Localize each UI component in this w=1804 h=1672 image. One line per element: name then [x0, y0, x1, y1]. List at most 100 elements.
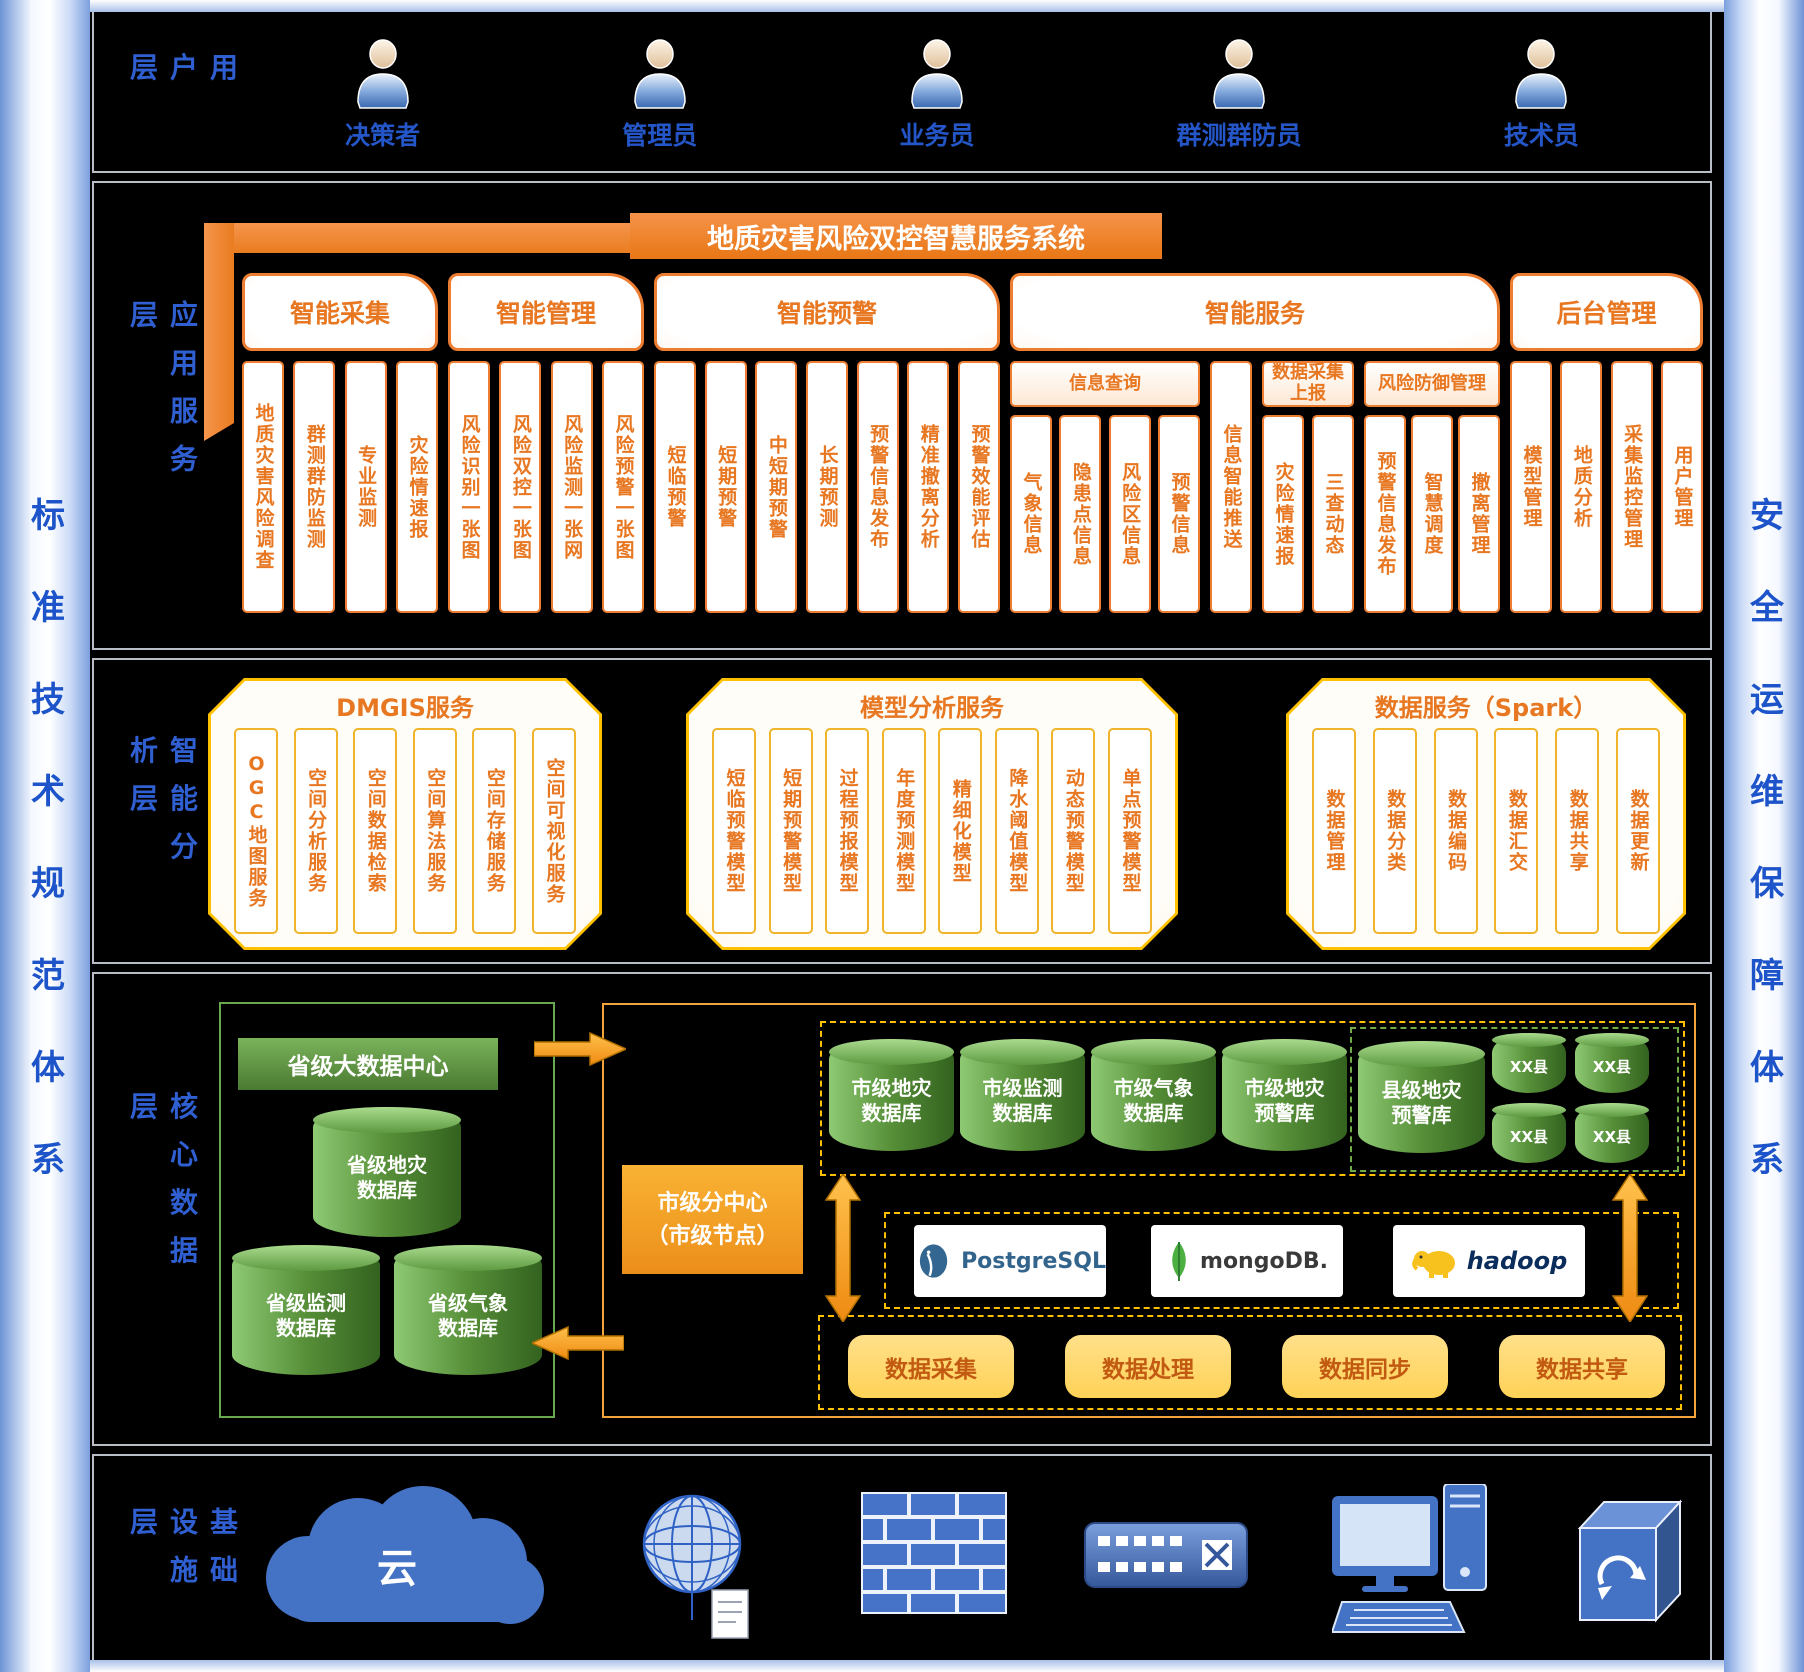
- panel-title: 模型分析服务: [860, 694, 1004, 722]
- app-function-item: 用户管理: [1660, 361, 1703, 613]
- panel-items: 短临预警模型短期预警模型过程预报模型年度预测模型精细化模型降水阈值模型动态预警模…: [712, 728, 1152, 934]
- data-process-box: 数据共享: [1499, 1335, 1665, 1398]
- data-canvas: 省级大数据中心 省级地灾 数据库省级监测 数据库省级气象 数据库 市级分中心 （…: [94, 974, 1710, 1444]
- app-function-item: 风险区信息: [1108, 415, 1151, 613]
- panel-title: DMGIS服务: [336, 694, 474, 722]
- analysis-item: 数据汇交: [1494, 728, 1538, 934]
- app-group: 智能管理风险识别一张图风险双控一张图风险监测一张网风险预警一张图: [448, 273, 644, 613]
- app-function-item: 长期预测: [805, 361, 848, 613]
- city-center-box: [602, 1003, 1696, 1418]
- app-subgroup: 信息智能推送: [1210, 361, 1252, 613]
- analysis-item: 过程预报模型: [825, 728, 869, 934]
- app-group: 智能服务信息查询气象信息隐患点信息风险区信息预警信息信息智能推送数据采集上报灾险…: [1010, 273, 1500, 613]
- analysis-item: 数据更新: [1616, 728, 1660, 934]
- province-data-center-box: [219, 1002, 555, 1418]
- right-frame-label: 安全运维保障体系: [1743, 497, 1784, 1233]
- user-label: 管理员: [622, 120, 698, 150]
- user-label: 业务员: [899, 120, 975, 150]
- app-group: 智能采集地质灾害风险调查群测群防监测专业监测灾险情速报: [242, 273, 438, 613]
- city-database-cylinder: 市级地灾 预警库: [1222, 1039, 1347, 1151]
- app-function-item: 预警效能评估: [957, 361, 1000, 613]
- app-function-item: 预警信息: [1157, 415, 1200, 613]
- app-canvas: 地质灾害风险双控智慧服务系统 智能采集地质灾害风险调查群测群防监测专业监测灾险情…: [204, 183, 1704, 648]
- city-subcenter-node: 市级分中心 （市级节点）: [622, 1165, 803, 1274]
- app-function-item: 模型管理: [1510, 361, 1552, 613]
- sync-arrow-left: [824, 1172, 862, 1326]
- analysis-item: OGC地图服务: [234, 728, 278, 934]
- user-icon: [356, 38, 409, 109]
- app-subgroup-header: 风险防御管理: [1364, 361, 1500, 407]
- app-group-header: 智能服务: [1010, 273, 1500, 351]
- city-database-cylinder: 市级监测 数据库: [960, 1039, 1085, 1151]
- app-subgroup: 信息查询气象信息隐患点信息风险区信息预警信息: [1010, 361, 1200, 613]
- user-layer: 用户层 决策者 管理员 业务员 群测群防员: [92, 10, 1712, 173]
- hadoop-logo: hadoop: [1393, 1225, 1585, 1297]
- analysis-item: 数据编码: [1434, 728, 1478, 934]
- analysis-item: 精细化模型: [938, 728, 982, 934]
- user: 管理员: [622, 36, 697, 152]
- app-function-item: 气象信息: [1010, 415, 1052, 613]
- county-node-cylinder: XX县: [1492, 1033, 1566, 1093]
- analysis-canvas: DMGIS服务 OGC地图服务空间分析服务空间数据检索空间算法服务空间存储服务空…: [94, 660, 1710, 962]
- analysis-item: 数据管理: [1312, 728, 1356, 934]
- user-label: 决策者: [345, 120, 421, 150]
- frame-edge-top: [0, 0, 1804, 12]
- app-function-item: 信息智能推送: [1210, 361, 1252, 613]
- postgresql-logo-text: PostgreSQL: [961, 1248, 1106, 1274]
- panel-items: OGC地图服务空间分析服务空间数据检索空间算法服务空间存储服务空间可视化服务: [234, 728, 576, 934]
- analysis-item: 年度预测模型: [882, 728, 926, 934]
- user: 业务员: [899, 36, 974, 152]
- province-database-group: 省级地灾 数据库省级监测 数据库省级气象 数据库: [219, 1106, 555, 1396]
- user: 决策者: [345, 36, 420, 152]
- city-database-region: 市级地灾 数据库市级监测 数据库市级气象 数据库市级地灾 预警库 县级地灾 预警…: [820, 1021, 1685, 1176]
- analysis-item: 空间数据检索: [353, 728, 397, 934]
- core-data-layer: 核心数据层 省级大数据中心 省级地灾 数据库省级监测 数据库省级气象 数据库 市…: [92, 972, 1712, 1446]
- app-function-item: 中短期预警: [755, 361, 798, 613]
- county-node-cylinder: XX县: [1575, 1103, 1649, 1163]
- app-function-item: 地质灾害风险调查: [242, 361, 284, 613]
- panel-title: 数据服务（Spark）: [1374, 694, 1598, 722]
- user-layer-label: 用户层: [126, 51, 239, 100]
- county-node-cylinder: XX县: [1492, 1103, 1566, 1163]
- app-function-item: 预警信息发布: [1364, 415, 1406, 613]
- app-function-item: 灾险情速报: [1262, 415, 1304, 613]
- cloud-icon: 云: [238, 1478, 556, 1638]
- app-function-item: 智慧调度: [1411, 415, 1453, 613]
- county-database-cylinder: 县级地灾 预警库: [1358, 1041, 1485, 1153]
- province-to-city-arrow: [533, 1031, 628, 1071]
- province-database-cylinder: 省级气象 数据库: [394, 1245, 542, 1375]
- user-icon: [911, 38, 963, 109]
- analysis-item: 空间可视化服务: [532, 728, 576, 934]
- analysis-layer: 智能分析层 DMGIS服务 OGC地图服务空间分析服务空间数据检索空间算法服务空…: [92, 658, 1712, 964]
- app-function-item: 专业监测: [344, 361, 387, 613]
- app-function-item: 风险预警一张图: [601, 361, 644, 613]
- user-label: 群测群防员: [1176, 120, 1302, 150]
- data-process-box: 数据采集: [848, 1335, 1014, 1398]
- app-function-item: 风险识别一张图: [448, 361, 490, 613]
- network-globe-icon: [634, 1492, 766, 1644]
- mongodb-logo: mongoDB.: [1151, 1225, 1343, 1297]
- infrastructure-layer: 基础设施层 云: [92, 1454, 1712, 1662]
- analysis-item: 短临预警模型: [712, 728, 756, 934]
- workstation-icon: [1330, 1483, 1492, 1636]
- postgresql-logo: PostgreSQL: [914, 1225, 1106, 1297]
- dmgis-service-panel: DMGIS服务 OGC地图服务空间分析服务空间数据检索空间算法服务空间存储服务空…: [208, 678, 602, 950]
- analysis-item: 数据共享: [1555, 728, 1599, 934]
- app-service-layer: 应用服务层 地质灾害风险双控智慧服务系统 智能采集地质灾害风险调查群测群防监测专…: [92, 181, 1712, 650]
- app-subgroup: 数据采集上报灾险情速报三查动态: [1262, 361, 1354, 613]
- analysis-item: 空间存储服务: [472, 728, 516, 934]
- analysis-item: 动态预警模型: [1051, 728, 1095, 934]
- app-function-item: 短临预警: [654, 361, 696, 613]
- app-group-items: 风险识别一张图风险双控一张图风险监测一张网风险预警一张图: [448, 361, 644, 613]
- app-function-item: 三查动态: [1312, 415, 1354, 613]
- analysis-item: 空间分析服务: [294, 728, 338, 934]
- analysis-layer-label: 智能分析层: [126, 735, 199, 880]
- user-icon: [634, 38, 686, 109]
- cloud-label: 云: [377, 1546, 417, 1592]
- database-engine-region: PostgreSQL mongoDB.: [884, 1212, 1679, 1309]
- infra-layer-label: 基础设施层: [126, 1507, 239, 1603]
- analysis-item: 单点预警模型: [1108, 728, 1152, 934]
- frame-edge-bottom: [0, 1660, 1804, 1672]
